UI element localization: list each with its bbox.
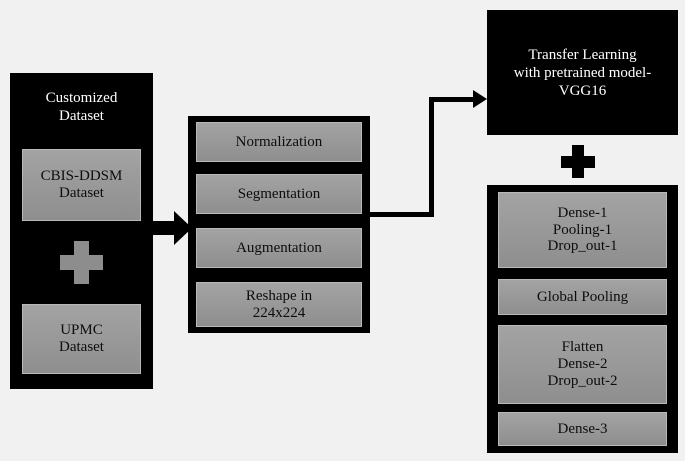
preprocessing-step-normalization: Normalization: [196, 122, 362, 162]
dataset-item-upmc: UPMC Dataset: [22, 304, 141, 374]
dataset-panel-heading: Customized Dataset: [45, 90, 118, 124]
connector-horizontal-upper: [429, 97, 473, 102]
connector-horizontal-lower: [370, 212, 434, 217]
preprocessing-step-reshape: Reshape in 224x224: [196, 282, 362, 327]
combine-plus-icon: [561, 145, 595, 178]
connector-arrowhead-to-model: [473, 90, 487, 108]
preprocessing-step-augmentation: Augmentation: [196, 228, 362, 268]
arrow-dataset-to-preprocessing: [152, 208, 192, 248]
dataset-item-cbis-ddsm: CBIS-DDSM Dataset: [22, 149, 141, 221]
model-panel-label: Transfer Learning with pretrained model-…: [513, 46, 652, 99]
classifier-layer-global-pooling: Global Pooling: [498, 279, 667, 315]
model-panel: [487, 10, 678, 135]
preprocessing-step-segmentation: Segmentation: [196, 174, 362, 214]
dataset-plus-icon: [60, 241, 103, 284]
classifier-layer-dense-1-block: Dense-1 Pooling-1 Drop_out-1: [498, 192, 667, 268]
connector-vertical-riser: [429, 97, 434, 217]
classifier-layer-flatten-block: Flatten Dense-2 Drop_out-2: [498, 325, 667, 404]
classifier-layer-dense-3: Dense-3: [498, 412, 667, 446]
